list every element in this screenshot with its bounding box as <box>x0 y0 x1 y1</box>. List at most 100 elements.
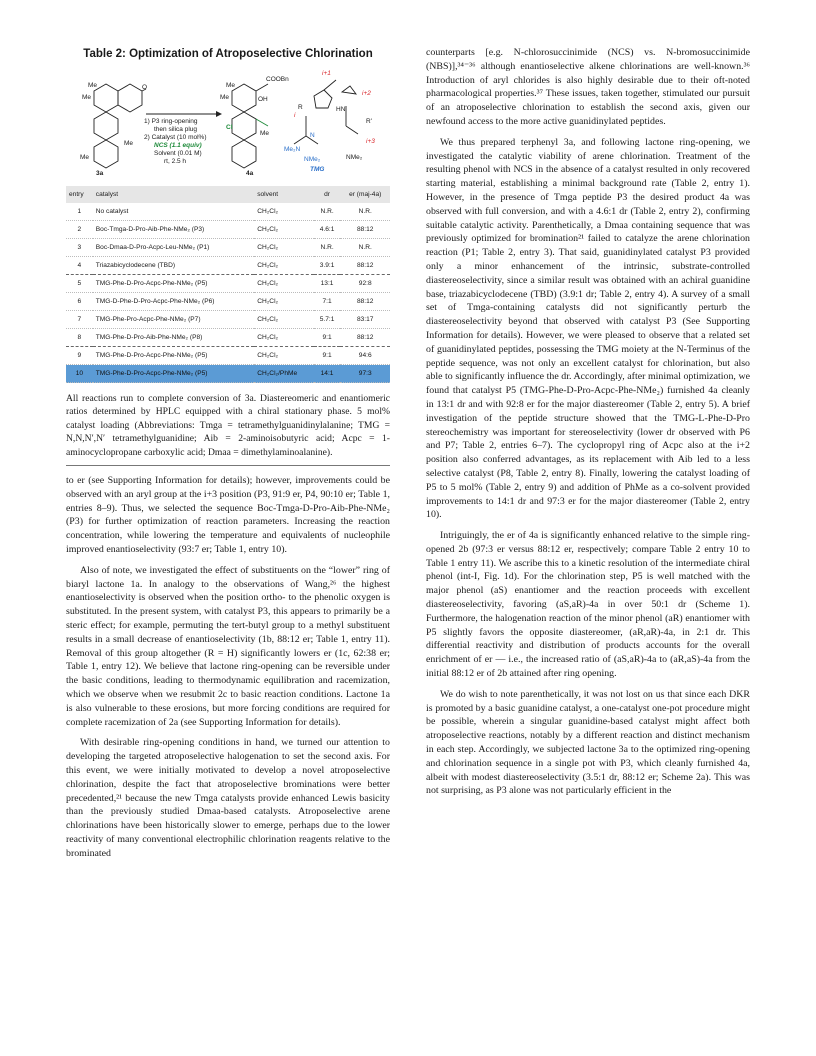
me-label-3: Me <box>124 140 134 147</box>
left-paragraph-3: With desirable ring-opening conditions i… <box>66 737 390 859</box>
er-cell: N.R. <box>340 203 390 221</box>
right-paragraph-1: counterparts [e.g. N-chlorosuccinimide (… <box>426 47 750 127</box>
nme2-label-2: NMe₂ <box>346 154 363 161</box>
entry-cell: 2 <box>66 220 93 239</box>
sm-compound-label: 3a <box>96 170 104 177</box>
solvent-cell: CH₂Cl₂ <box>254 346 314 365</box>
entry-cell: 10 <box>66 364 93 383</box>
condition-temp: rt, 2.5 h <box>164 158 187 165</box>
solvent-cell: CH₂Cl₂/PhMe <box>254 364 314 383</box>
solvent-cell: CH₂Cl₂ <box>254 274 314 293</box>
catalyst-cell: Triazabicyclodecene (TBD) <box>92 256 255 275</box>
i2-label: i+2 <box>362 90 371 97</box>
entry-cell: 4 <box>66 256 93 275</box>
entry-cell: 9 <box>66 346 93 365</box>
right-paragraph-2: We thus prepared terphenyl 3a, and follo… <box>426 136 750 521</box>
table-title: Table 2: Optimization of Atroposelective… <box>83 48 373 60</box>
table-header-row: entry catalyst solvent dr er (maj-4a) <box>66 186 390 203</box>
starting-material-drawing <box>93 83 147 169</box>
left-column: Table 2: Optimization of Atroposelective… <box>66 46 390 868</box>
dr-cell: 5.7:1 <box>313 310 341 329</box>
catalyst-cell: TMG-D-Phe-D-Pro-Acpc-Phe-NMe₂ (P6) <box>92 292 255 311</box>
tmg-catalyst-drawing <box>293 79 359 145</box>
catalyst-cell: No catalyst <box>92 203 255 221</box>
product-compound-label: 4a <box>246 170 254 177</box>
catalyst-cell: TMG-Phe-D-Pro-Acpc-Phe-NMe₂ (P5) <box>92 274 255 293</box>
entry-cell: 1 <box>66 203 93 221</box>
solvent-cell: CH₂Cl₂ <box>254 238 314 257</box>
right-paragraph-4: We do wish to note parenthetically, it w… <box>426 688 750 797</box>
solvent-cell: CH₂Cl₂ <box>254 292 314 311</box>
oh-label: OH <box>258 96 268 103</box>
me-label-2: Me <box>82 94 92 101</box>
scheme-structures-svg <box>93 79 359 169</box>
solvent-cell: CH₂Cl₂ <box>254 203 314 221</box>
condition-reagent: NCS (1.1 equiv) <box>154 142 202 149</box>
condition-step1: 1) P3 ring-opening <box>144 118 198 125</box>
dr-cell: 7:1 <box>313 292 341 311</box>
catalyst-cell: TMG-Phe-D-Pro-Acpc-Phe-NMe₂ (P5) <box>92 364 255 383</box>
condition-step1b: then silica plug <box>154 126 197 133</box>
table-footnote: All reactions run to complete conversion… <box>66 393 390 458</box>
cl-label: Cl <box>226 124 233 131</box>
lactone-o-label: O <box>142 84 148 91</box>
condition-step2: 2) Catalyst (10 mol%) <box>144 134 207 141</box>
nme2-label-1: NMe₂ <box>304 156 321 163</box>
er-cell: N.R. <box>340 238 390 257</box>
catalyst-cell: Boc-Tmga-D-Pro-Aib-Phe-NMe₂ (P3) <box>92 220 255 239</box>
header-catalyst: catalyst <box>95 191 119 198</box>
er-cell: 88:12 <box>340 220 390 239</box>
n-label: N <box>310 132 315 139</box>
dr-cell: 4.6:1 <box>313 220 341 239</box>
me-label-6: Me <box>220 94 230 101</box>
entry-cell: 8 <box>66 328 93 347</box>
header-entry: entry <box>69 191 84 198</box>
r-prime-label: R' <box>366 118 372 125</box>
me-label-4: Me <box>80 154 90 161</box>
er-cell: 88:12 <box>340 292 390 311</box>
er-cell: 88:12 <box>340 328 390 347</box>
catalyst-cell: Boc-Dmaa-D-Pro-Acpc-Leu-NMe₂ (P1) <box>92 238 255 257</box>
solvent-cell: CH₂Cl₂ <box>254 220 314 239</box>
entry-cell: 6 <box>66 292 93 311</box>
solvent-cell: CH₂Cl₂ <box>254 310 314 329</box>
i3-label: i+3 <box>366 138 375 145</box>
left-paragraph-2: Also of note, we investigated the effect… <box>66 564 390 728</box>
product-drawing <box>231 83 269 169</box>
reaction-arrowhead <box>216 111 222 117</box>
dr-cell: 9:1 <box>313 328 341 347</box>
er-cell: 88:12 <box>340 256 390 275</box>
catalyst-cell: TMG-Phe-D-Pro-Acpc-Phe-NMe₂ (P5) <box>92 346 255 365</box>
dr-cell: 13:1 <box>313 274 341 293</box>
me-label-1: Me <box>88 82 98 89</box>
catalyst-cell: TMG-Phe-Pro-Acpc-Phe-NMe₂ (P7) <box>92 310 255 329</box>
reaction-conditions: 1) P3 ring-opening then silica plug 2) C… <box>144 118 207 166</box>
me-label-5: Me <box>226 82 236 89</box>
solvent-cell: CH₂Cl₂ <box>254 256 314 275</box>
hn-label: HN <box>336 106 346 113</box>
dr-cell: N.R. <box>313 203 341 221</box>
entry-cell: 5 <box>66 274 93 293</box>
left-paragraph-1: to er (see Supporting Information for de… <box>66 475 390 556</box>
i1-label: i+1 <box>322 70 331 77</box>
er-cell: 94:6 <box>340 346 390 365</box>
header-solvent: solvent <box>257 191 279 198</box>
coobn-label: COOBn <box>266 76 289 83</box>
er-cell: 92:8 <box>340 274 390 293</box>
entry-cell: 7 <box>66 310 93 329</box>
header-er: er (maj-4a) <box>349 191 382 198</box>
catalyst-cell: TMG-Phe-D-Pro-Aib-Phe-NMe₂ (P8) <box>92 328 255 347</box>
footnote-divider <box>66 465 390 467</box>
dr-cell: 9:1 <box>313 346 341 365</box>
entry-cell: 3 <box>66 238 93 257</box>
me-label-7: Me <box>260 130 270 137</box>
